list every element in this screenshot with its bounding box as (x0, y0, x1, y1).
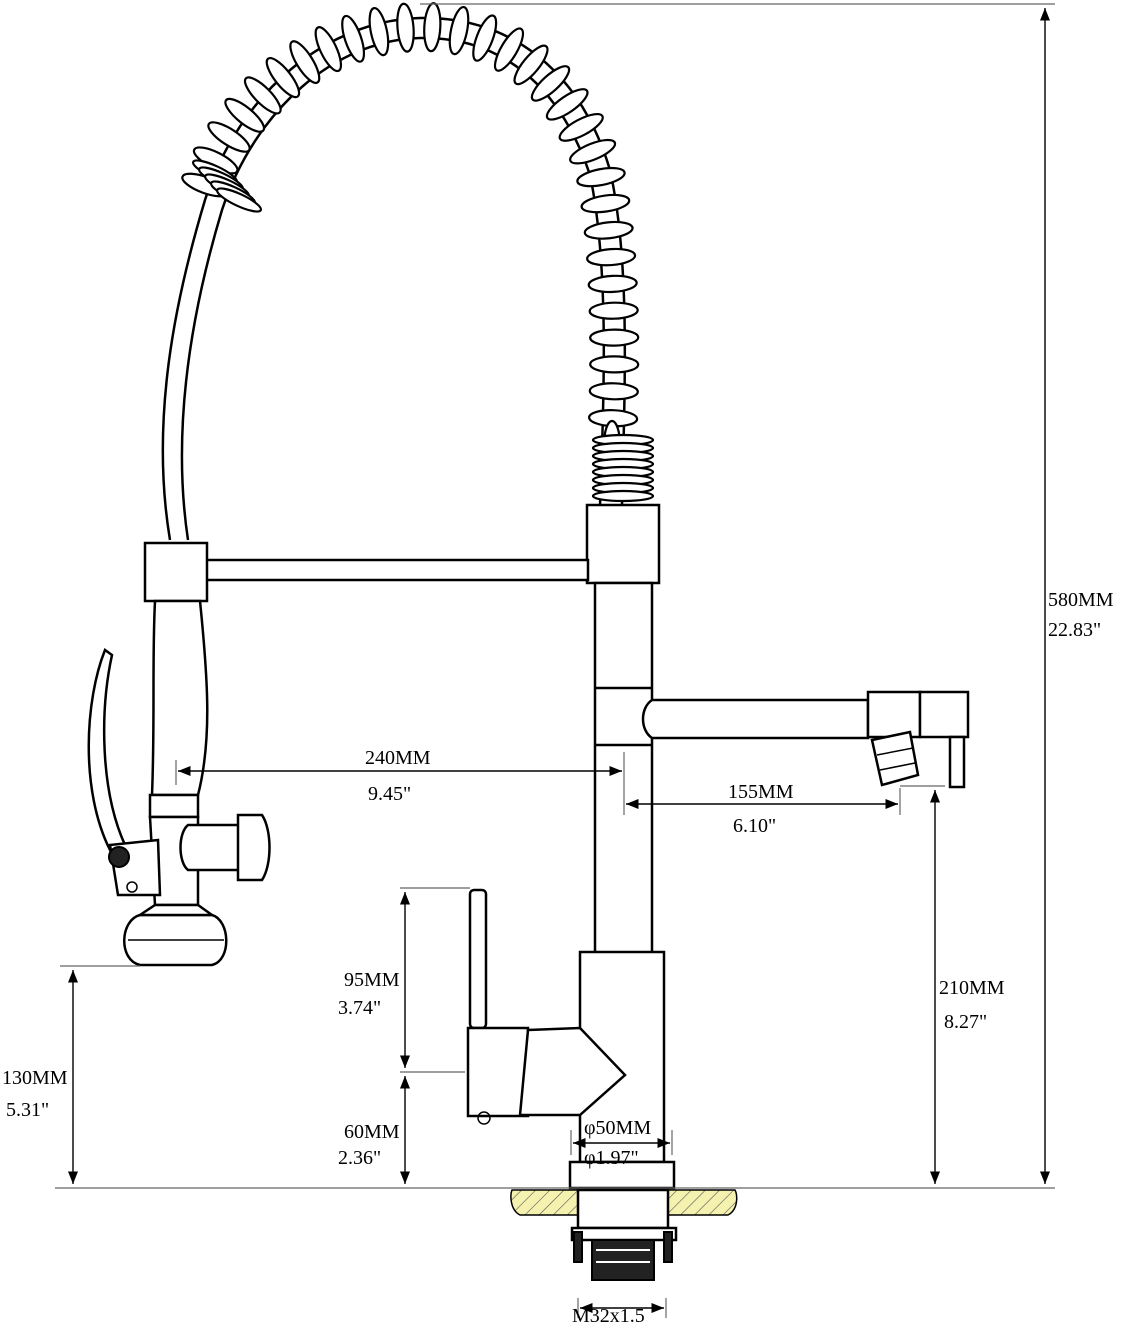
reach-spout-inch-label: 6.10" (733, 815, 777, 837)
coil-loop (530, 65, 571, 102)
coil-loop (448, 5, 470, 56)
handle-length-inch-label: 3.74" (338, 997, 382, 1019)
coil-loop (586, 247, 637, 267)
reference-lines (55, 3, 1055, 1318)
coil-loop (289, 40, 321, 84)
countertop-mounting (510, 1188, 738, 1281)
coil-loop (423, 2, 442, 53)
coil-loop (472, 14, 498, 62)
coil-loop (341, 14, 366, 63)
handle-length-mm-label: 95MM (344, 969, 400, 991)
coil-loop (591, 489, 655, 503)
coil-loop (558, 113, 604, 142)
reach-spout-mm-label: 155MM (728, 781, 794, 803)
base-diameter-mm-label: φ50MM (584, 1117, 652, 1139)
coil-loop (588, 301, 639, 320)
coil-loop (265, 57, 301, 99)
coil-loop (583, 220, 634, 240)
coil-loop (224, 97, 266, 133)
handle-base-height-mm-label: 60MM (344, 1121, 400, 1143)
coil-loop (576, 166, 626, 188)
sprayer-height-mm-label: 130MM (2, 1067, 68, 1089)
coil-loop (216, 187, 262, 213)
spout-height-mm-label: 210MM (939, 977, 1005, 999)
total-height-mm-label: 580MM (1048, 589, 1114, 611)
coil-loop (580, 193, 631, 214)
handle-base-height-inch-label: 2.36" (338, 1147, 382, 1169)
coil-loop (368, 6, 390, 57)
coil-loop (587, 274, 638, 294)
coil-loop (207, 121, 251, 153)
coil-loop (493, 27, 525, 72)
total-height-inch-label: 22.83" (1048, 619, 1102, 641)
coil-loop (396, 2, 415, 53)
coil-loop (588, 382, 639, 401)
faucet-handle (466, 888, 627, 1125)
sprayer-height-inch-label: 5.31" (6, 1099, 50, 1121)
dimension-lines (67, 8, 1051, 1314)
spring-coil (161, 2, 655, 541)
spout-arm (641, 690, 970, 789)
coil-loop (589, 328, 640, 347)
coil-loop (314, 26, 343, 73)
coil-loop (589, 355, 640, 374)
coil-loop (545, 88, 589, 121)
base-diameter-inch-label: φ1.97" (584, 1147, 639, 1169)
reach-sprayer-inch-label: 9.45" (368, 783, 412, 805)
reach-sprayer-mm-label: 240MM (365, 747, 431, 769)
coil-loop (243, 76, 282, 115)
spout-height-inch-label: 8.27" (944, 1011, 988, 1033)
coil-loop (513, 44, 549, 86)
pull-down-sprayer (87, 599, 271, 967)
coil-loop (569, 138, 617, 165)
thread-label: M32x1.5 (572, 1305, 645, 1327)
